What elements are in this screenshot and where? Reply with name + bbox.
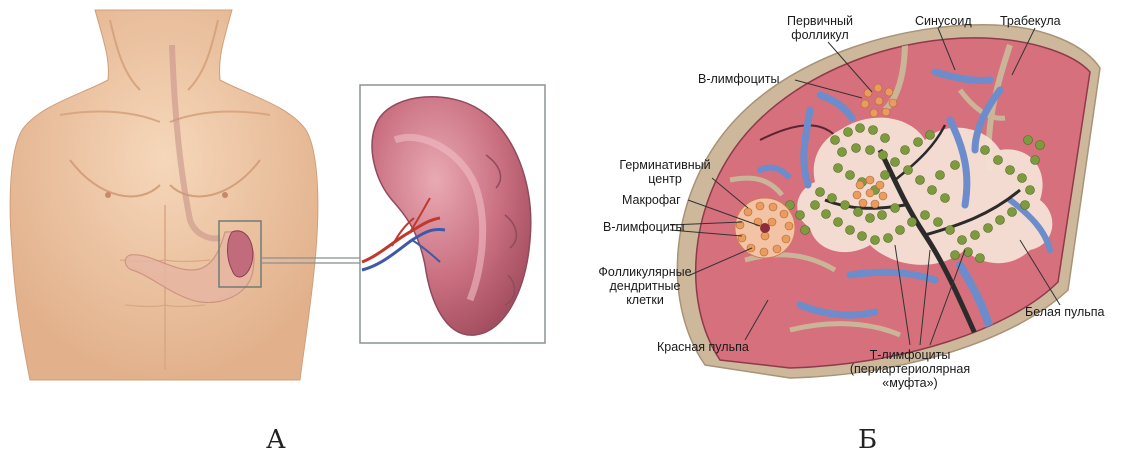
label-b-lymphocytes-mid: В-лимфоциты — [603, 220, 684, 234]
label-germinal-center-line1: Герминативный — [615, 158, 715, 172]
label-sinusoid: Синусоид — [915, 14, 972, 28]
label-follicular-dendritic-line3: клетки — [595, 293, 695, 307]
label-t-lymphocytes-line3: «муфта») — [845, 376, 975, 390]
label-follicular-dendritic: Фолликулярные дендритные клетки — [595, 265, 695, 307]
label-white-pulp: Белая пульпа — [1025, 305, 1105, 319]
label-primary-follicle: Первичный фолликул — [785, 14, 855, 42]
label-t-lymphocytes-line2: (периартериолярная — [845, 362, 975, 376]
label-trabecula: Трабекула — [1000, 14, 1061, 28]
label-t-lymphocytes: Т-лимфоциты (периартериолярная «муфта») — [845, 348, 975, 390]
label-follicular-dendritic-line1: Фолликулярные — [595, 265, 695, 279]
label-follicular-dendritic-line2: дендритные — [595, 279, 695, 293]
label-germinal-center: Герминативный центр — [615, 158, 715, 186]
label-red-pulp: Красная пульпа — [657, 340, 749, 354]
label-primary-follicle-line2: фолликул — [785, 28, 855, 42]
label-macrophage: Макрофаг — [622, 193, 681, 207]
label-primary-follicle-line1: Первичный — [785, 14, 855, 28]
germinal-center-follicle — [735, 198, 795, 258]
label-b-lymphocytes-top: В-лимфоциты — [698, 72, 779, 86]
panel-letter-b: Б — [858, 425, 877, 455]
label-germinal-center-line2: центр — [615, 172, 715, 186]
label-t-lymphocytes-line1: Т-лимфоциты — [845, 348, 975, 362]
panel-letter-a: А — [266, 425, 286, 455]
